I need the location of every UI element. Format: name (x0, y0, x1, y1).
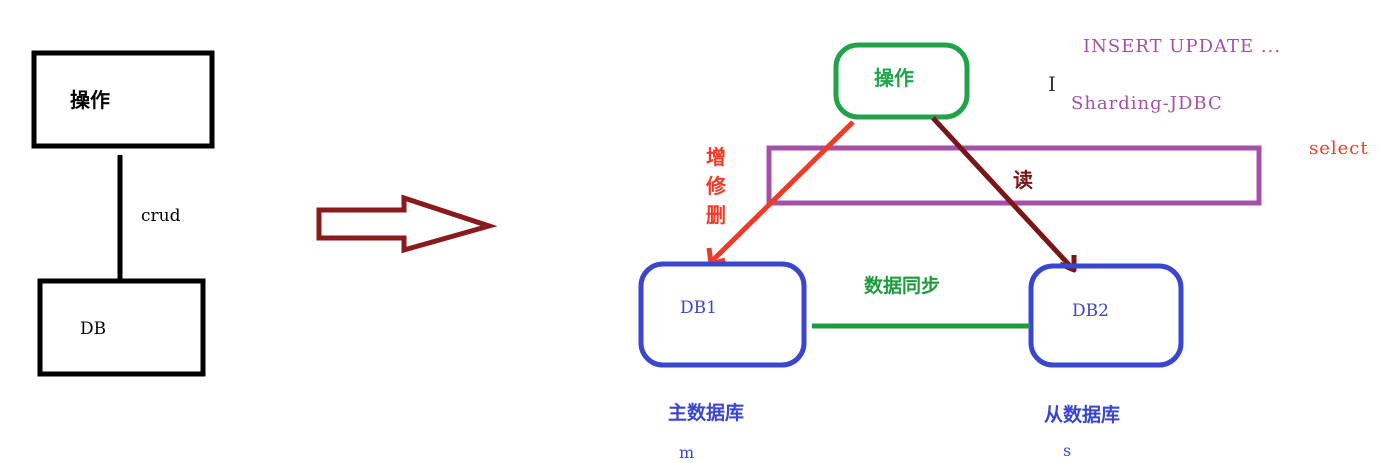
read-arrow-line (931, 116, 1074, 270)
master-short-label: m (679, 443, 694, 462)
transition-arrow (316, 194, 498, 254)
write-label-add: 增 (706, 145, 726, 169)
write-label-delete: 删 (706, 203, 726, 227)
write-arrow-line (711, 120, 855, 262)
left-operation-box (31, 50, 215, 149)
note-sharding-jdbc: Sharding-JDBC (1071, 93, 1223, 114)
db1-label: DB1 (680, 298, 717, 318)
left-crud-label: crud (141, 206, 181, 226)
db1-box (638, 261, 807, 368)
note-insert-update: INSERT UPDATE ... (1083, 36, 1281, 57)
read-label: 读 (1013, 168, 1033, 192)
left-db-label: DB (80, 319, 106, 339)
db2-box (1028, 263, 1184, 368)
master-caption: 主数据库 (668, 401, 744, 424)
slave-caption: 从数据库 (1044, 403, 1120, 426)
text-cursor-glyph: I (1048, 72, 1056, 96)
right-operation-box (833, 42, 970, 120)
sync-label: 数据同步 (864, 274, 940, 297)
left-operation-label: 操作 (70, 88, 110, 112)
note-select: select (1309, 138, 1369, 159)
write-label-modify: 修 (705, 174, 727, 198)
right-operation-label: 操作 (874, 66, 914, 90)
db2-label: DB2 (1072, 301, 1109, 321)
left-db-box (37, 278, 206, 377)
slave-short-label: s (1063, 441, 1071, 460)
